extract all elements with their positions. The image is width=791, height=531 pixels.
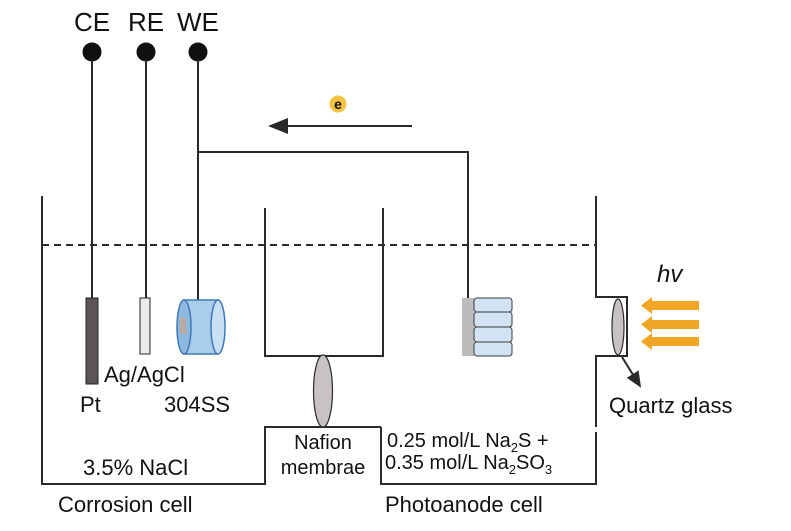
re-label: RE (128, 7, 164, 37)
inner-chamber-wall (264, 208, 384, 357)
external-circuit-wire (198, 151, 469, 298)
quartz-window (611, 298, 625, 356)
photoanode (462, 297, 513, 357)
re-terminal (136, 42, 156, 62)
photoanode-cell-wall (595, 196, 628, 427)
ag-agcl-electrode (139, 297, 151, 355)
we-terminal (188, 42, 208, 62)
solution-line1: 0.25 mol/L Na2S + (387, 430, 549, 455)
pt-label: Pt (80, 392, 101, 417)
membrane-label-line2: membrae (281, 457, 365, 479)
electron-symbol: e (334, 96, 342, 112)
nafion-membrane (312, 354, 334, 428)
ce-label: CE (74, 7, 110, 37)
solution-line2: 0.35 mol/L Na2SO3 (385, 452, 552, 477)
membrane-label-line1: Nafion (294, 432, 352, 454)
steel-label: 304SS (164, 392, 230, 417)
corrosion-cell-title: Corrosion cell (58, 492, 193, 517)
photoanode-cell-outline (380, 427, 597, 485)
light-symbol: hv (657, 261, 684, 288)
quartz-pointer-arrow (621, 356, 642, 388)
electron-badge (329, 95, 347, 113)
quartz-glass-label: Quartz glass (609, 393, 733, 418)
304ss-electrode (176, 299, 226, 355)
electrolyte-label: 3.5% NaCl (83, 455, 188, 480)
pt-electrode (85, 297, 99, 385)
ce-terminal (82, 42, 102, 62)
corrosion-cell-outline (41, 196, 381, 485)
photoanode-cell-title: Photoanode cell (385, 492, 543, 517)
we-label: WE (177, 7, 219, 37)
ref-electrode-label: Ag/AgCl (104, 362, 185, 387)
light-arrows (641, 297, 699, 350)
